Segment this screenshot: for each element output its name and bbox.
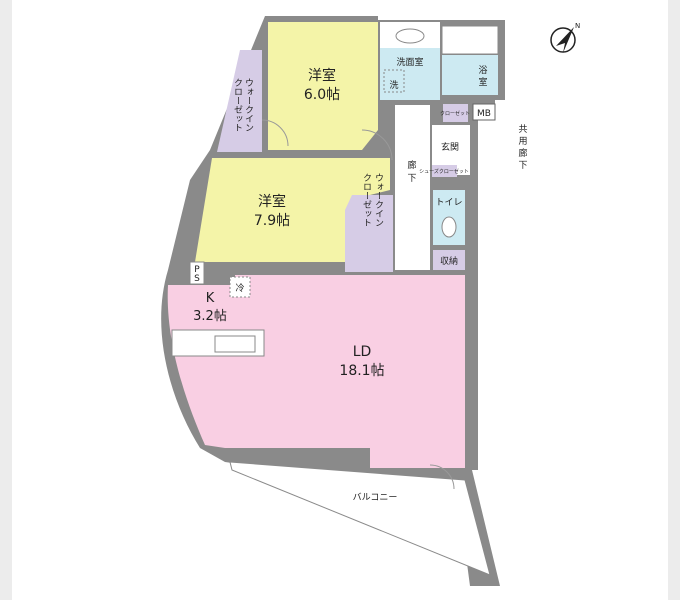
shoe-closet-label: シューズクローゼット bbox=[419, 168, 469, 175]
bath-label: 浴 bbox=[478, 65, 487, 76]
corridor-label: 用 bbox=[518, 136, 527, 147]
hallway-label: 下 bbox=[407, 174, 416, 184]
fridge-label: 冷 bbox=[235, 282, 244, 294]
door-arc bbox=[429, 464, 455, 490]
washer-label: 洗 bbox=[389, 79, 398, 91]
washroom-label: 洗面室 bbox=[396, 56, 423, 68]
western-room-2 bbox=[195, 158, 390, 262]
north-arrow-icon: N bbox=[550, 22, 580, 53]
door-arc bbox=[261, 119, 289, 147]
walk-in-closet-2 bbox=[345, 195, 393, 272]
walk-in-closet-1 bbox=[217, 50, 262, 152]
ps-label: P bbox=[194, 265, 200, 275]
kitchen-sink-icon bbox=[214, 335, 256, 353]
storage bbox=[433, 250, 465, 270]
shoe-closet bbox=[432, 165, 457, 177]
wic1-label: クローゼット bbox=[232, 78, 243, 132]
svg-text:N: N bbox=[575, 22, 580, 30]
hallway-label: 廊 bbox=[407, 159, 416, 171]
room-name: LD bbox=[353, 344, 372, 360]
western-room-1 bbox=[268, 22, 378, 150]
room-name: 洋室 bbox=[258, 193, 286, 210]
mb-box bbox=[472, 103, 496, 121]
room-name: K bbox=[206, 291, 215, 306]
closet-label: クローゼット bbox=[440, 110, 470, 117]
mb-label: MB bbox=[477, 109, 491, 119]
bath-label: 室 bbox=[478, 76, 487, 88]
corridor-label: 廊 bbox=[518, 147, 527, 159]
fridge-space bbox=[229, 276, 251, 298]
door-arc bbox=[361, 129, 393, 161]
storage-label: 収納 bbox=[440, 255, 458, 267]
living-dining bbox=[167, 275, 465, 468]
balcony-area bbox=[229, 461, 491, 576]
sink bbox=[380, 22, 440, 48]
ps-box bbox=[189, 261, 205, 285]
wic2-label: ウォークイン bbox=[373, 173, 384, 227]
room-size: 6.0帖 bbox=[304, 87, 340, 103]
hallway bbox=[395, 105, 430, 270]
washroom bbox=[380, 48, 440, 100]
room-size: 3.2帖 bbox=[193, 309, 227, 324]
left-margin bbox=[0, 0, 12, 600]
corridor-label: 共 bbox=[518, 124, 527, 135]
toilet-label: トイレ bbox=[435, 198, 462, 208]
washer-icon bbox=[383, 69, 405, 93]
wic1-label: ウォークイン bbox=[243, 78, 254, 132]
ps-label: S bbox=[194, 274, 200, 284]
bathtub-icon bbox=[441, 25, 499, 55]
entrance-label: 玄関 bbox=[441, 141, 459, 153]
right-margin bbox=[668, 0, 680, 600]
bathroom bbox=[442, 55, 498, 95]
room-size: 18.1帖 bbox=[339, 363, 384, 379]
closet bbox=[443, 104, 468, 122]
wic2-label: クローゼット bbox=[361, 173, 372, 227]
balcony-label: バルコニー bbox=[353, 492, 398, 503]
corridor-label: 下 bbox=[518, 161, 527, 171]
sink-icon bbox=[395, 28, 425, 44]
room-size: 7.9帖 bbox=[254, 213, 290, 229]
room-name: 洋室 bbox=[308, 67, 336, 84]
toilet-icon bbox=[441, 216, 457, 238]
